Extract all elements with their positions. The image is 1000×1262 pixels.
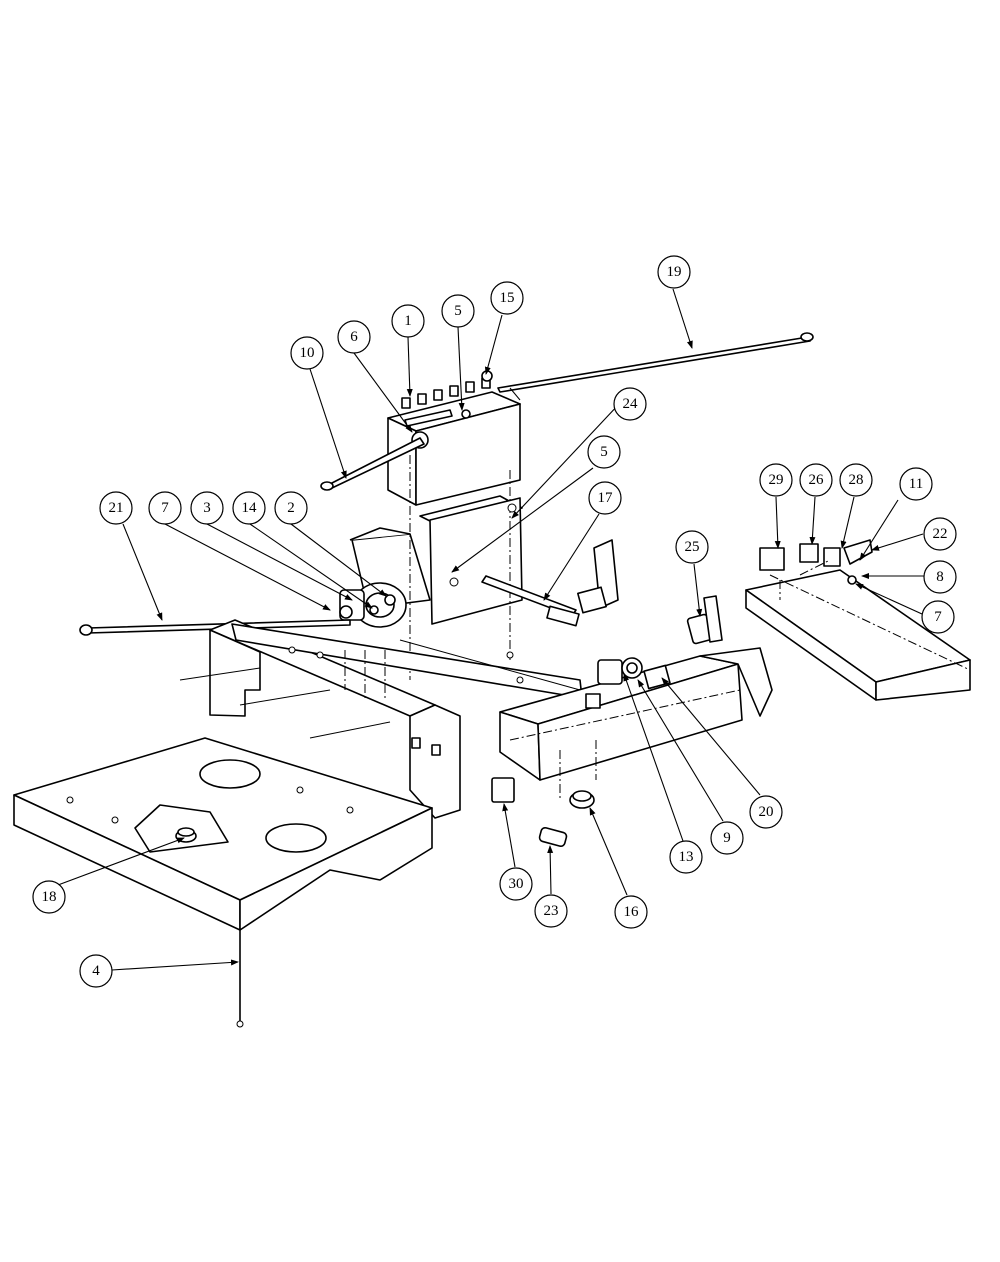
- callout-22: 22: [923, 517, 957, 551]
- callout-label: 11: [909, 476, 923, 492]
- callout-label: 19: [667, 264, 682, 280]
- callout-label: 23: [544, 903, 559, 919]
- callout-label: 15: [500, 290, 515, 306]
- brake-pedal: [481, 539, 619, 627]
- callout-28: 28: [839, 463, 873, 497]
- callout-5-tray: 5: [587, 435, 621, 469]
- callout-7-right: 7: [921, 600, 955, 634]
- callout-5-battery: 5: [441, 294, 475, 328]
- callout-label: 4: [92, 963, 100, 979]
- callout-10: 10: [290, 336, 324, 370]
- callout-label: 14: [242, 500, 258, 516]
- callout-4: 4: [79, 954, 113, 988]
- callout-3: 3: [190, 491, 224, 525]
- relay-25: [686, 595, 723, 645]
- callout-label: 18: [42, 889, 57, 905]
- callout-label: 2: [287, 500, 295, 516]
- callout-label: 1: [404, 313, 412, 329]
- key-switch: [597, 657, 643, 685]
- bezel-23: [538, 826, 568, 848]
- callout-19: 19: [657, 255, 691, 289]
- callout-13: 13: [669, 840, 703, 874]
- callout-7-left: 7: [148, 491, 182, 525]
- callout-label: 20: [759, 804, 774, 820]
- callout-label: 3: [203, 500, 211, 516]
- callout-29: 29: [759, 463, 793, 497]
- base-plate: [13, 737, 433, 1028]
- callout-label: 24: [623, 396, 639, 412]
- callout-label: 5: [454, 303, 462, 319]
- solenoid-assembly: [339, 582, 407, 628]
- callout-24: 24: [613, 387, 647, 421]
- dash-channel: [499, 647, 773, 800]
- callout-6: 6: [337, 320, 371, 354]
- callout-21: 21: [99, 491, 133, 525]
- callout-label: 7: [161, 500, 169, 516]
- callout-26: 26: [799, 463, 833, 497]
- callout-label: 30: [509, 876, 524, 892]
- callout-11: 11: [899, 467, 933, 501]
- callout-label: 9: [723, 830, 731, 846]
- battery-cable-10: [320, 437, 425, 491]
- hour-meter-16: [569, 790, 595, 809]
- callout-label: 28: [849, 472, 864, 488]
- callout-2: 2: [274, 491, 308, 525]
- callout-label: 7: [934, 609, 942, 625]
- callout-label: 16: [624, 904, 640, 920]
- callout-label: 21: [109, 500, 124, 516]
- battery-cable-19: [497, 332, 814, 401]
- callout-label: 25: [685, 539, 700, 555]
- callout-label: 8: [936, 569, 944, 585]
- callout-8: 8: [923, 560, 957, 594]
- relay-30: [491, 777, 515, 803]
- callout-14: 14: [232, 491, 266, 525]
- callout-20: 20: [749, 795, 783, 829]
- callout-9: 9: [710, 821, 744, 855]
- callout-17: 17: [588, 481, 622, 515]
- callout-15: 15: [490, 281, 524, 315]
- callout-25: 25: [675, 530, 709, 564]
- callout-1: 1: [391, 304, 425, 338]
- callout-label: 29: [769, 472, 784, 488]
- battery: [387, 370, 521, 506]
- left-frame: [179, 619, 583, 819]
- callout-30: 30: [499, 867, 533, 901]
- callout-label: 26: [809, 472, 825, 488]
- callout-label: 13: [679, 849, 694, 865]
- callout-23: 23: [534, 894, 568, 928]
- callout-16: 16: [614, 895, 648, 929]
- callout-label: 6: [350, 329, 358, 345]
- callout-18: 18: [32, 880, 66, 914]
- callout-label: 17: [598, 490, 614, 506]
- leader-lines: [57, 288, 924, 971]
- right-frame: [745, 539, 971, 701]
- callout-label: 22: [933, 526, 948, 542]
- callout-label: 5: [600, 444, 608, 460]
- callout-label: 10: [300, 345, 315, 361]
